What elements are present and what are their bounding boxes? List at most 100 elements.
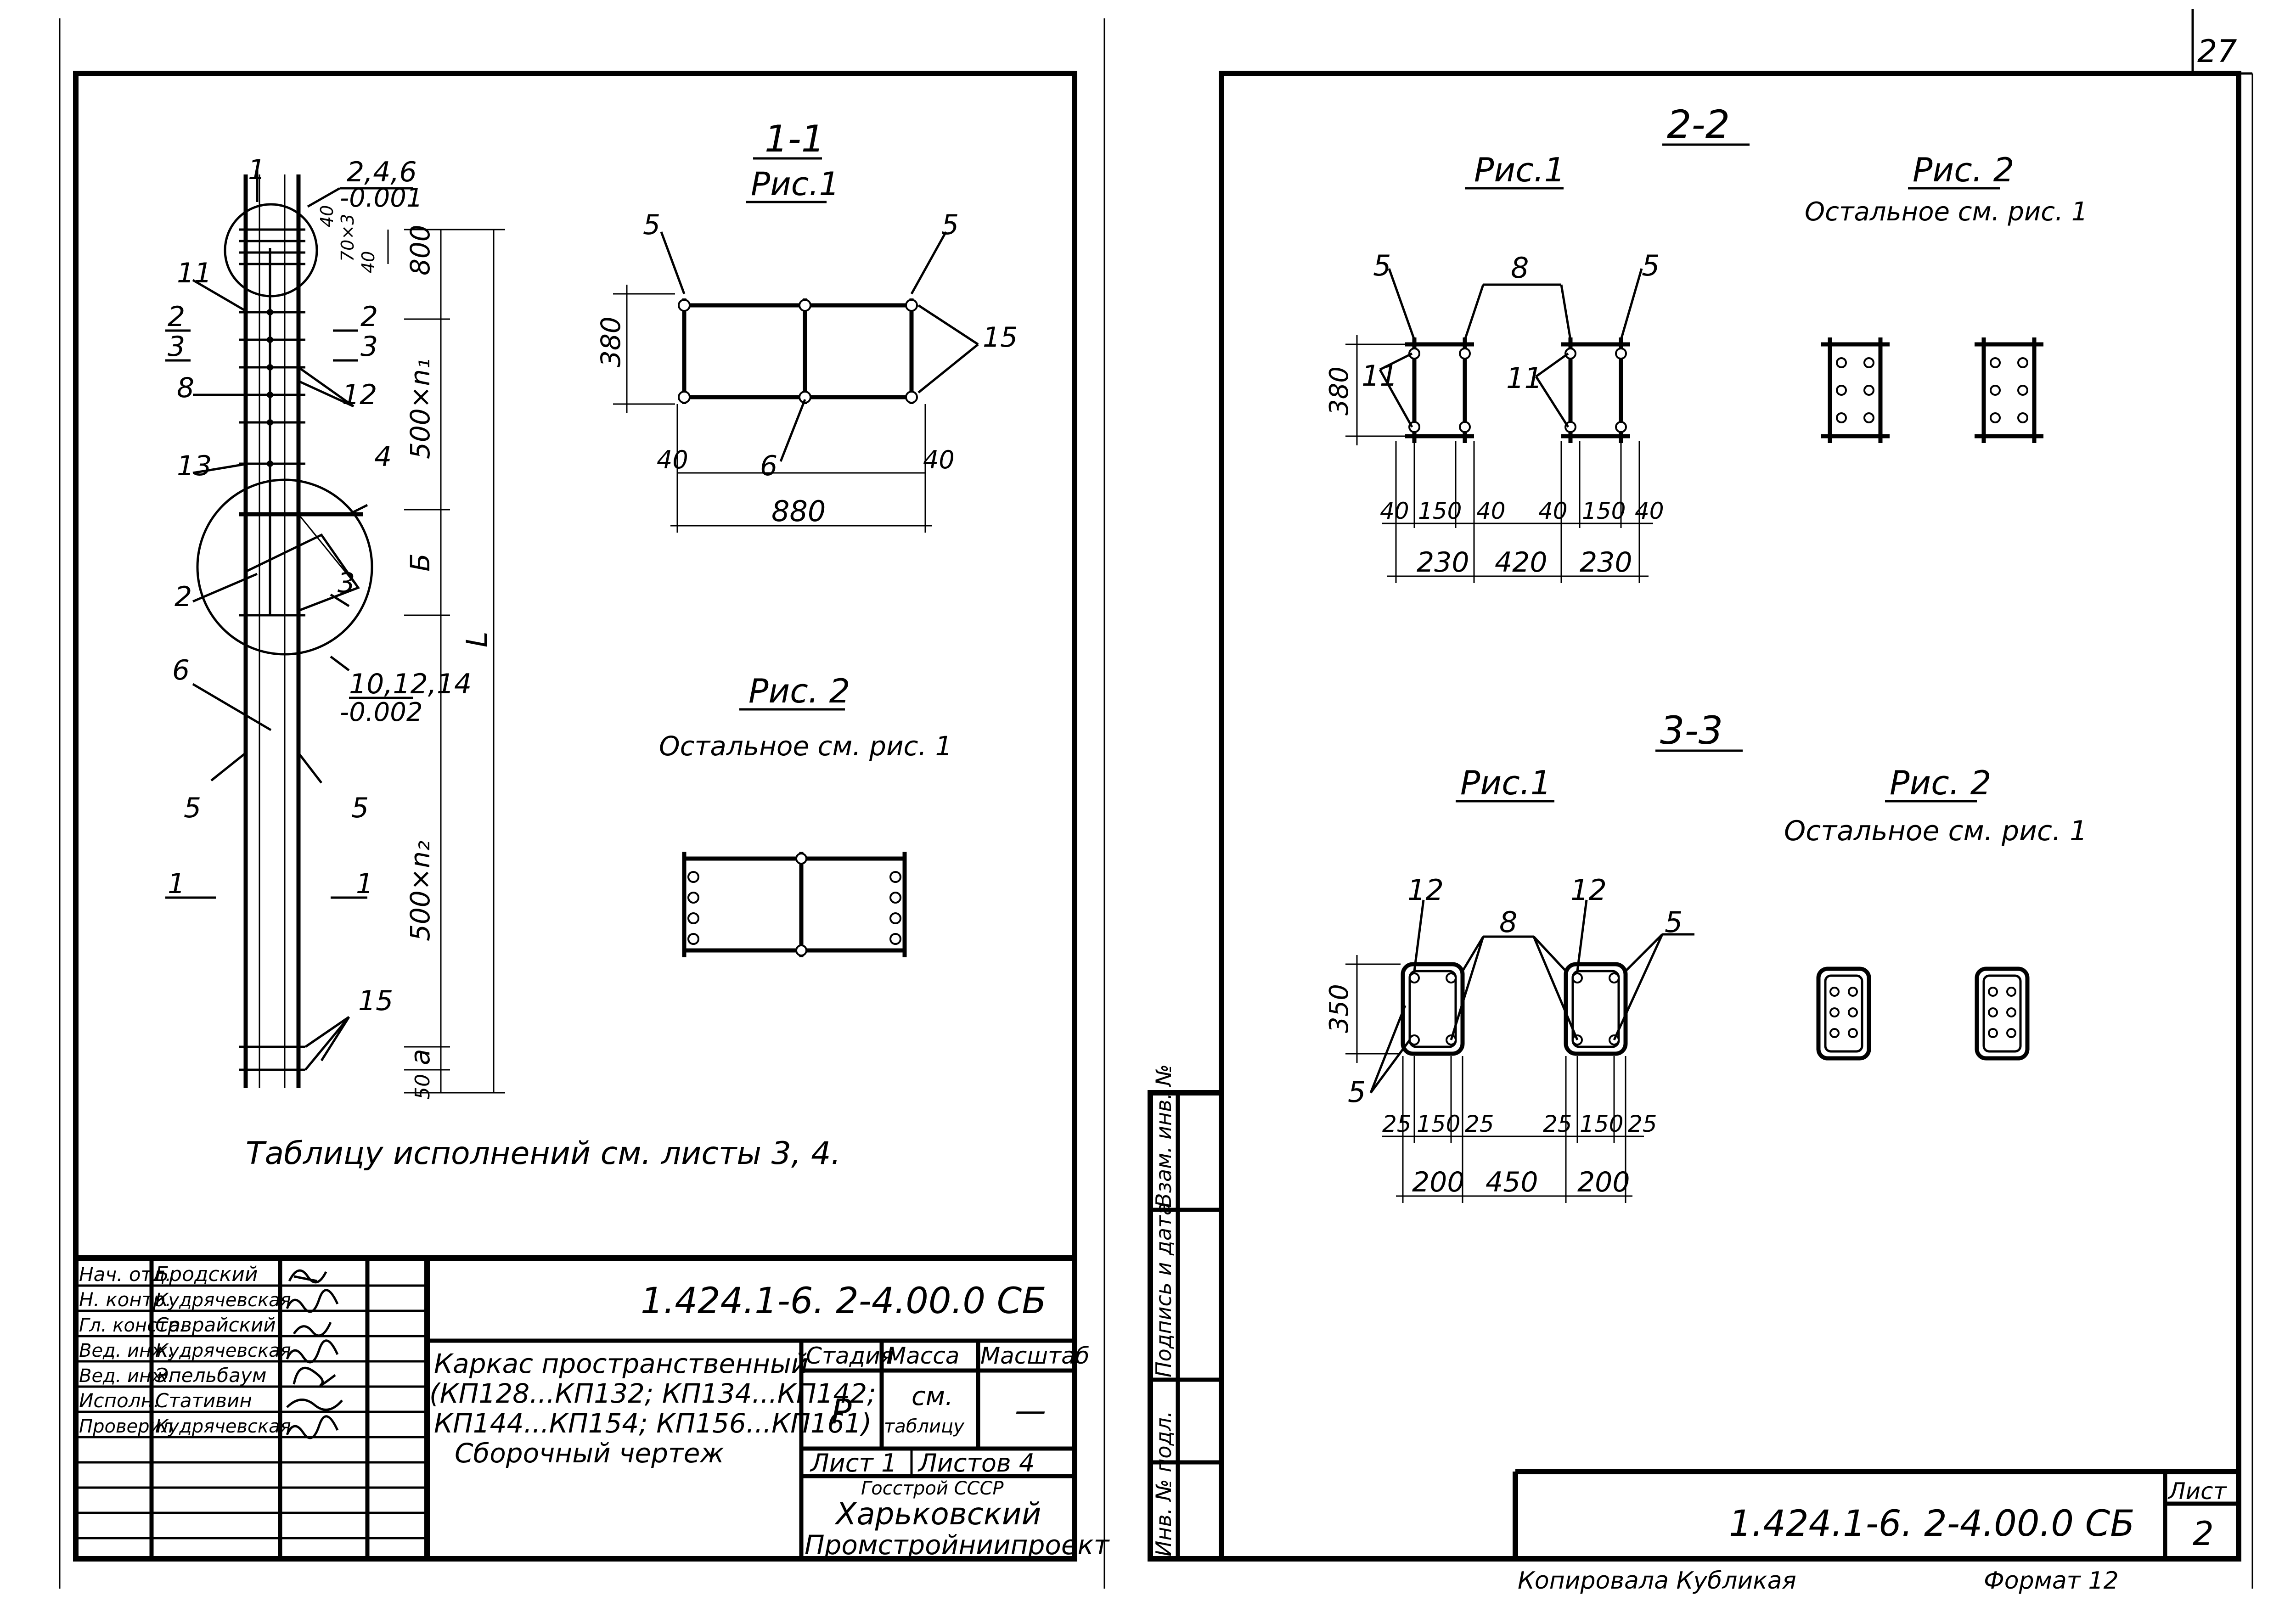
svg-text:Саврайский: Саврайский [155, 1314, 276, 1336]
section-1-1-drawing [613, 231, 979, 533]
sec22-fig1-drawing [1345, 268, 1653, 583]
title-block-grid [76, 1255, 1075, 1559]
dim-a: a [405, 1049, 436, 1065]
sec33-dim-450: 450 [1486, 1166, 1538, 1198]
sec22-fig2-drawing [1821, 337, 2043, 443]
callout-8: 8 [177, 372, 194, 404]
cut-1-right: 1 [356, 868, 373, 900]
footer-format: Формат 12 [1984, 1567, 2119, 1595]
sec22-dim-40a: 40 [1380, 498, 1409, 524]
section-1-1-subtitle: Рис.1 [751, 165, 839, 203]
sec33-fig1-drawing [1345, 899, 1694, 1203]
stamp-vzam-inv: Взам. инв. № [1151, 1064, 1176, 1208]
sec33-dim-200a: 200 [1412, 1166, 1465, 1198]
sec11-callout-5a: 5 [643, 209, 660, 241]
sec22-fig2-note: Остальное см. рис. 1 [1805, 197, 2088, 227]
scale-header: Масштаб [980, 1343, 1090, 1369]
cut-3-right: 3 [360, 331, 378, 363]
cut-2-right: 2 [360, 301, 378, 333]
svg-text:Нач. отд.: Нач. отд. [79, 1263, 171, 1286]
elevation-view [165, 170, 505, 1094]
sec22-dim-230b: 230 [1580, 546, 1632, 579]
mass-note: таблицу [884, 1416, 965, 1437]
sec33-dim-150a: 150 [1417, 1111, 1460, 1137]
sec22-callout-5a: 5 [1373, 249, 1391, 282]
section-2-2-title: 2-2 [1667, 102, 1730, 147]
dim-800: 800 [405, 225, 436, 275]
callout-15: 15 [358, 985, 393, 1017]
sec33-dim-25d: 25 [1628, 1111, 1657, 1137]
svg-text:Стативин: Стативин [155, 1389, 252, 1412]
svg-text:Гл. констр.: Гл. констр. [79, 1315, 185, 1336]
dim-50: 50 [411, 1074, 434, 1100]
callout-6: 6 [172, 654, 190, 686]
dim-top-70x3: 70×3 [338, 214, 358, 262]
sheet2-title-strip [1513, 1469, 2239, 1559]
detail-mid-marks: 10,12,14 [349, 668, 472, 700]
dim-B: Б [405, 553, 436, 572]
dim-500n2: 500×n₂ [405, 841, 436, 941]
svg-text:Исполн.: Исполн. [79, 1389, 159, 1412]
svg-text:Кудрячевская: Кудрячевская [155, 1340, 291, 1361]
svg-text:Бродский: Бродский [155, 1263, 258, 1286]
sec33-dim-200b: 200 [1577, 1166, 1630, 1198]
sec22-dim-230a: 230 [1417, 546, 1469, 579]
doc-name-1: Каркас пространственный [434, 1348, 808, 1379]
svg-text:Проверил: Проверил [79, 1416, 173, 1437]
callout-12: 12 [342, 379, 377, 411]
sec33-fig1: Рис.1 [1460, 764, 1552, 802]
sec33-callout-12a: 12 [1407, 873, 1444, 907]
sec22-dim-150b: 150 [1582, 498, 1626, 524]
cut-1-left: 1 [168, 868, 185, 900]
callout-11: 11 [177, 257, 212, 289]
dim-top-40b: 40 [358, 251, 378, 273]
page-number: 27 [2197, 34, 2237, 70]
sec22-callout-8: 8 [1511, 251, 1529, 285]
cut-3-left: 3 [168, 331, 185, 363]
doc-code: 1.424.1-6. 2-4.00.0 СБ [641, 1281, 1047, 1322]
sec22-dim-380: 380 [1324, 366, 1354, 416]
dim-500n1: 500×n₁ [405, 359, 436, 459]
stage-value: Р [831, 1392, 852, 1432]
doc-name-3: КП144...КП154; КП156...КП161) [434, 1408, 872, 1439]
doc-name-4: Сборочный чертеж [455, 1438, 724, 1469]
section-3-3-title: 3-3 [1660, 708, 1723, 753]
sec33-callout-5a: 5 [1665, 905, 1683, 939]
title-block-roles: Нач. отд. Н. контр. Гл. констр. Вед. инж… [79, 1263, 185, 1437]
sheet2-doc-code: 1.424.1-6. 2-4.00.0 СБ [1729, 1503, 2135, 1545]
sec33-dim-25c: 25 [1543, 1111, 1572, 1137]
sheet1-frame [73, 71, 1077, 1562]
sec11-dim-40b: 40 [923, 445, 955, 474]
callout-2: 2 [174, 581, 192, 613]
side-stamp [1148, 1090, 1224, 1562]
svg-text:Н. контр.: Н. контр. [79, 1288, 171, 1311]
callout-5-left: 5 [184, 792, 201, 824]
title-block-names: Бродский Кудрячевская Саврайский Кудряче… [155, 1263, 291, 1437]
fig2-drawing [682, 852, 907, 957]
detail-mid-tol: -0.002 [340, 697, 423, 727]
sec11-callout-5b: 5 [941, 209, 959, 241]
detail-top-tol: -0.001 [340, 183, 423, 213]
sec33-dim-350: 350 [1324, 984, 1354, 1033]
svg-text:Эпельбаум: Эпельбаум [155, 1364, 266, 1387]
sec33-dim-150b: 150 [1580, 1111, 1623, 1137]
sec33-dim-25a: 25 [1382, 1111, 1412, 1137]
sec11-dim-380: 380 [595, 316, 626, 367]
org-line-2: Харьковский [834, 1496, 1041, 1532]
cut-2-left: 2 [168, 301, 185, 333]
sec22-callout-5b: 5 [1642, 249, 1660, 282]
mass-value: см. [912, 1382, 953, 1411]
scale-value: — [1015, 1393, 1046, 1429]
sec22-dim-40b: 40 [1476, 498, 1506, 524]
svg-text:Вед. инж.: Вед. инж. [79, 1365, 174, 1387]
callout-1: 1 [248, 154, 265, 186]
sec11-callout-6: 6 [760, 450, 777, 482]
sec22-fig1: Рис.1 [1474, 151, 1565, 189]
sec11-dim-880: 880 [771, 494, 826, 528]
svg-text:Вед. инж.: Вед. инж. [79, 1340, 174, 1361]
stage-header: Стадия [806, 1343, 894, 1369]
org-line-1: Госстрой СССР [861, 1478, 1004, 1499]
sec33-fig2-note: Остальное см. рис. 1 [1784, 815, 2087, 847]
sec22-fig2: Рис. 2 [1913, 151, 2014, 189]
